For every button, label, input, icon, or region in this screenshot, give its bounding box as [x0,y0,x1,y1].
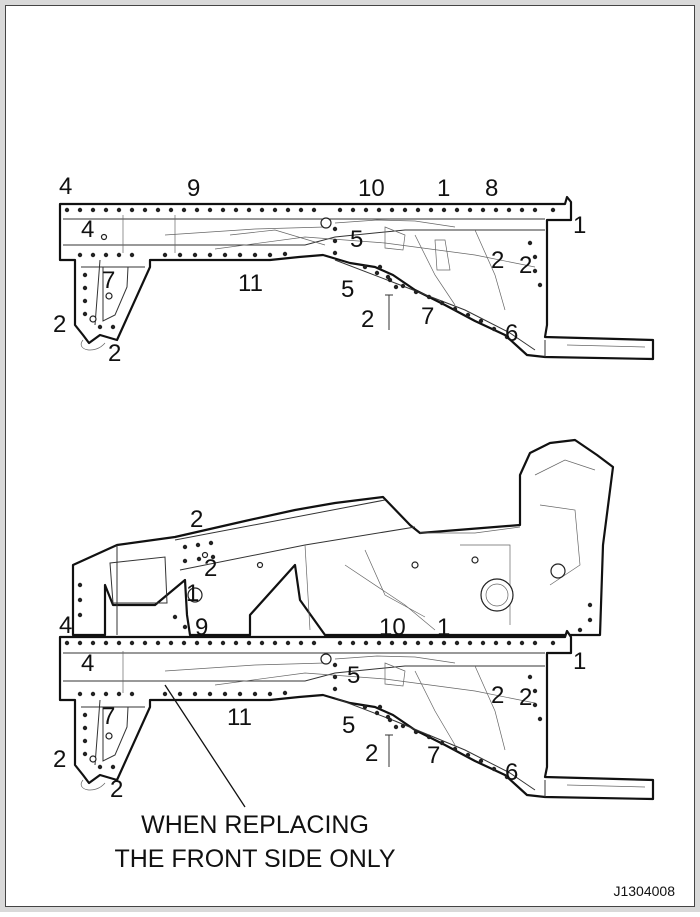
top-callout-2-front: 2 [53,311,66,338]
bottom-callout-10: 10 [379,614,406,641]
bottom-side-member [58,629,655,801]
bottom-callout-7-rear: 7 [427,742,440,769]
bottom-callout-1-rear: 1 [573,648,586,675]
bottom-callouts: 2 2 1 4 9 10 1 1 4 5 2 2 7 11 5 2 7 2 6 … [53,506,586,803]
top-callout-2-a: 2 [491,247,504,274]
bottom-callout-1-apron: 1 [186,580,199,607]
bottom-callout-6: 6 [505,759,518,786]
bottom-callout-11: 11 [227,704,252,731]
bottom-callout-2-hook: 2 [110,776,123,803]
bottom-callout-2-stud: 2 [365,740,378,767]
bottom-callout-7-front: 7 [102,703,115,730]
apron-spot-welds [77,540,593,633]
figure-code: J1304008 [613,883,675,899]
caption-line-2: THE FRONT SIDE ONLY [114,845,395,873]
top-callout-2-stud: 2 [361,306,374,333]
top-callout-1: 1 [437,175,450,202]
bottom-callout-1: 1 [437,614,450,641]
bottom-callout-2-front: 2 [53,746,66,773]
top-callout-4: 4 [59,173,72,200]
top-callout-6: 6 [505,320,518,347]
top-callout-7-front: 7 [102,267,115,294]
top-callout-9: 9 [187,175,200,202]
bottom-callout-5-upper: 5 [347,662,360,689]
bottom-callout-4-inner: 4 [81,650,94,677]
bottom-spot-welds [64,640,556,780]
bottom-callout-5-lower: 5 [342,712,355,739]
top-callout-2-hook: 2 [108,340,121,367]
top-spot-welds [64,207,556,340]
top-callout-11: 11 [238,270,263,297]
top-callout-5-lower: 5 [341,276,354,303]
top-callout-4-inner: 4 [81,216,94,243]
top-callout-10: 10 [358,175,385,202]
bottom-callout-2-b: 2 [519,684,532,711]
cut-point-leader [164,684,246,808]
bottom-upper-apron [71,438,615,637]
top-callout-1-rear: 1 [573,212,586,239]
diagram-canvas: 4 9 10 1 8 1 4 5 2 2 7 11 5 2 7 2 6 2 [53,173,675,899]
top-callout-5-upper: 5 [350,226,363,253]
top-callout-8: 8 [485,175,498,202]
bottom-callout-2-apron-inner: 2 [204,555,217,582]
top-callouts: 4 9 10 1 8 1 4 5 2 2 7 11 5 2 7 2 6 2 [53,173,586,367]
top-callout-2-b: 2 [519,252,532,279]
bottom-callout-9: 9 [195,614,208,641]
bottom-callout-2-apron: 2 [190,506,203,533]
top-callout-7-rear: 7 [421,303,434,330]
top-side-member [58,195,655,361]
caption-line-1: WHEN REPLACING [141,811,369,839]
bottom-callout-2-a: 2 [491,682,504,709]
bottom-callout-4: 4 [59,612,72,639]
